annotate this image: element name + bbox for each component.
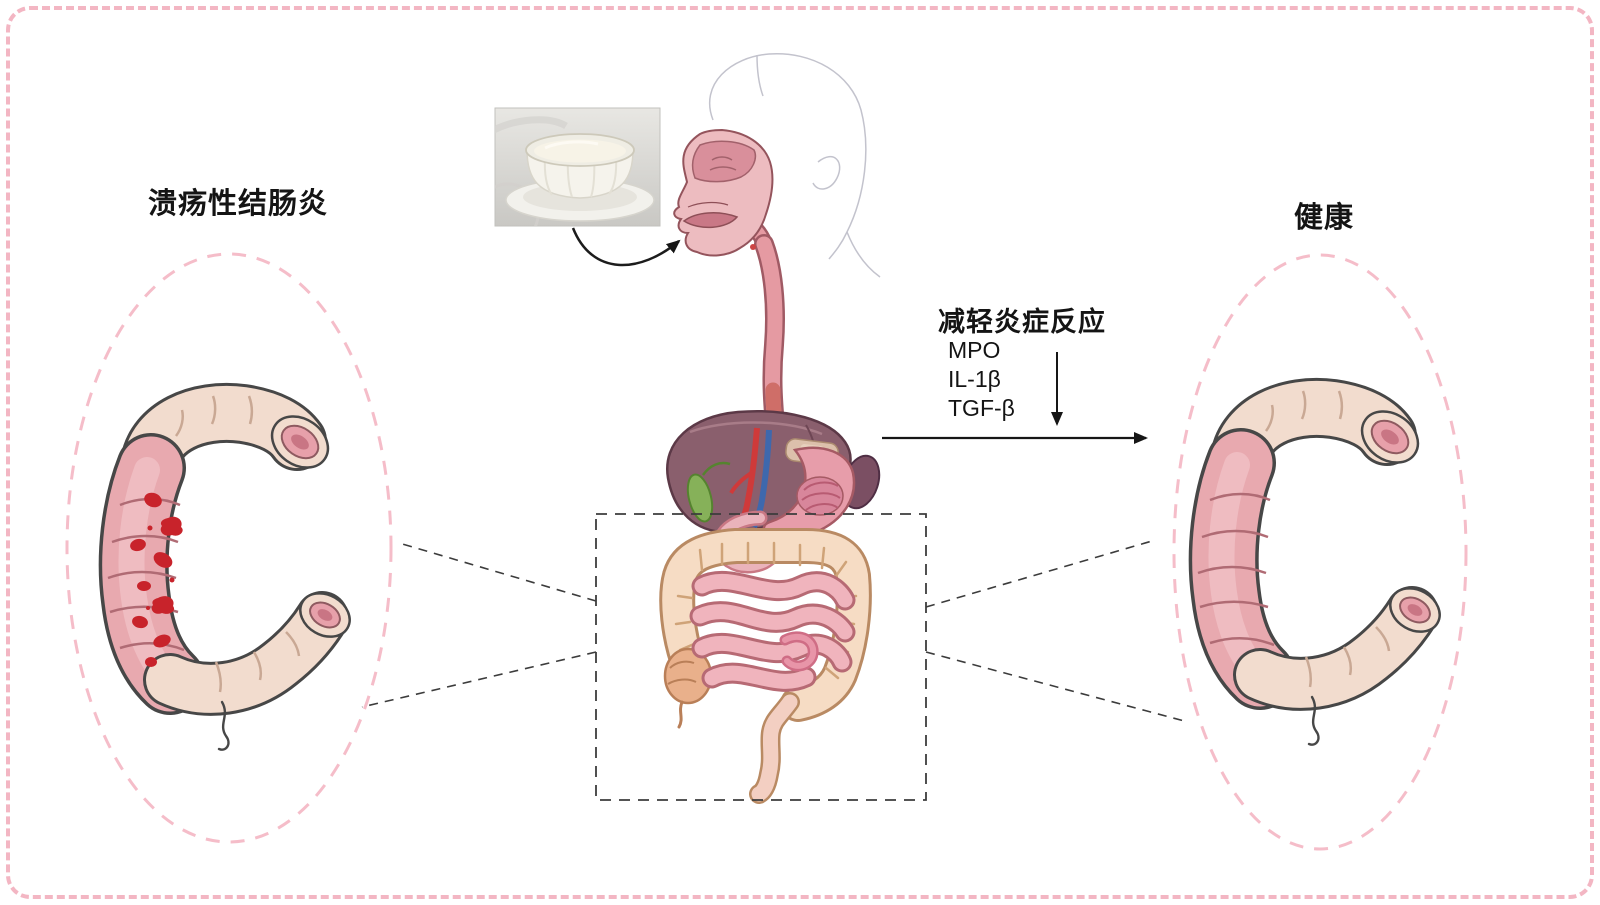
healthy-colon-illustration	[1198, 391, 1448, 745]
rectum	[749, 692, 800, 804]
marker-il1b: IL-1β	[948, 366, 1001, 392]
large-intestine	[659, 528, 872, 722]
zoom-rectangle	[595, 513, 927, 801]
face-cross-section	[673, 128, 774, 257]
effect-heading: 减轻炎症反应	[938, 307, 1106, 337]
esophagus	[739, 213, 785, 436]
gallbladder	[686, 461, 731, 523]
food-bowl-photo	[494, 107, 661, 227]
small-intestine	[689, 570, 856, 692]
marker-mpo: MPO	[948, 337, 1001, 363]
photo-to-mouth-arrow	[571, 227, 681, 267]
right-dashed-ellipse	[1172, 253, 1468, 851]
pink-dashed-border	[6, 6, 1594, 899]
cecum	[663, 647, 713, 729]
marker-tgfb: TGF-β	[948, 395, 1015, 421]
left-condition-title: 溃疡性结肠炎	[148, 188, 329, 220]
digestive-system-illustration	[659, 53, 881, 804]
left-dashed-ellipse	[65, 252, 393, 844]
inflammation-marker-list: MPO IL-1β TGF-β	[948, 336, 1015, 423]
right-condition-title: 健康	[1294, 202, 1355, 234]
head-outline-sketch	[708, 53, 881, 278]
stomach	[762, 446, 856, 541]
ulcer-spots	[130, 492, 183, 667]
inflamed-colon-illustration	[108, 396, 358, 750]
zoom-connector-lines	[361, 540, 1189, 723]
